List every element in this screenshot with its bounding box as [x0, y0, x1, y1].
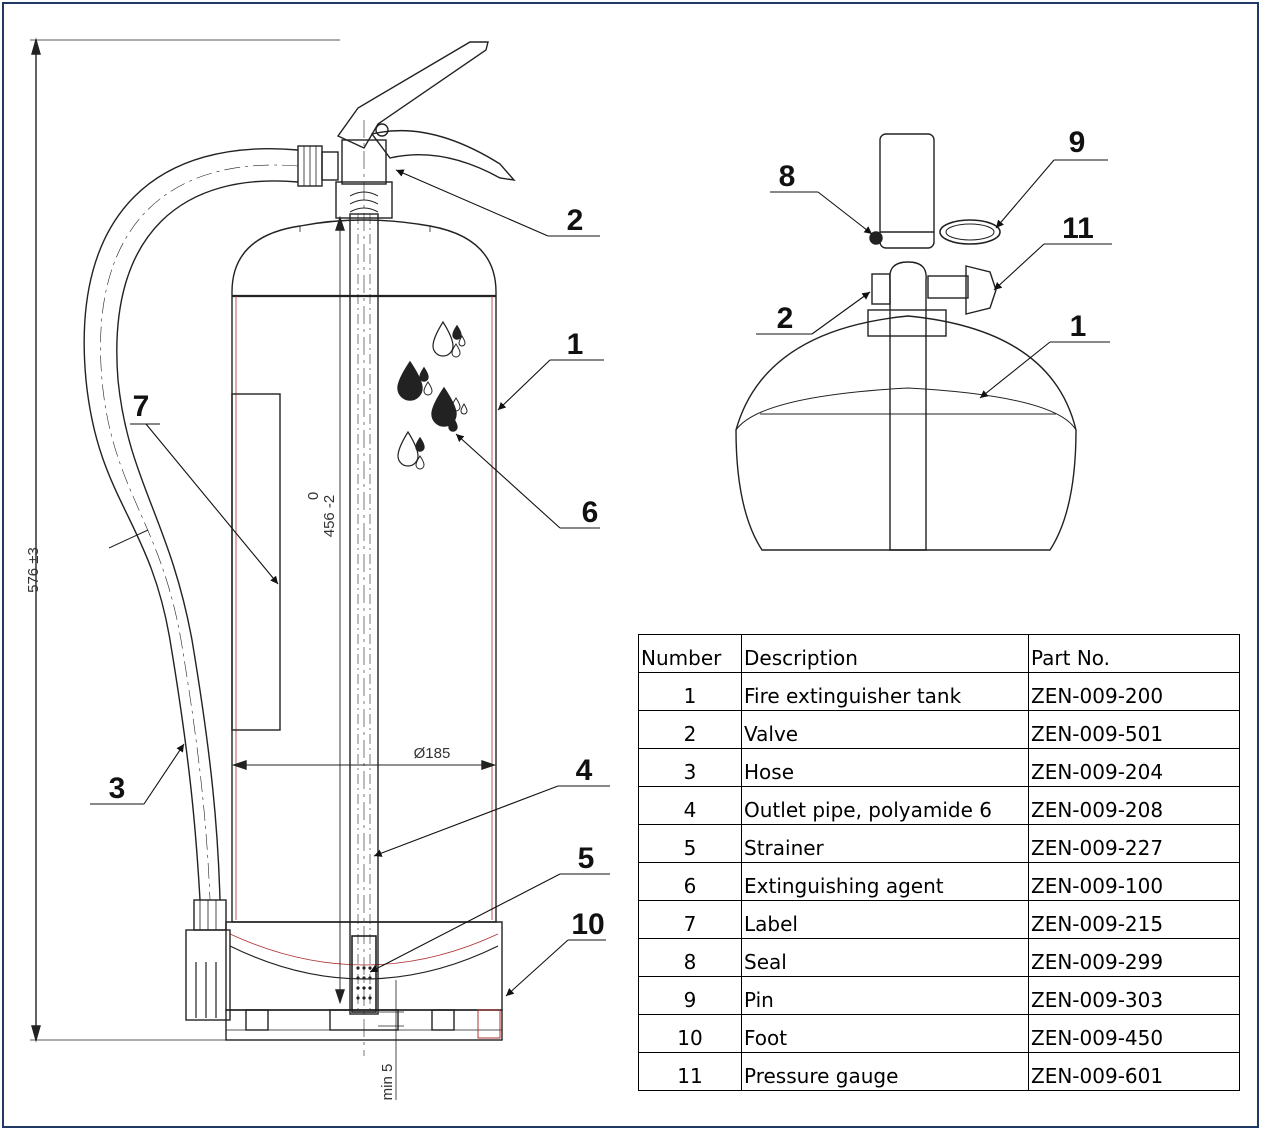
header-part-no: Part No. — [1028, 634, 1240, 673]
callout-2-side: 2 — [567, 204, 584, 237]
row-part-no: ZEN-009-100 — [1028, 862, 1240, 901]
callout-7-side: 7 — [133, 390, 150, 423]
parts-table: Number Description Part No. 1 Fire extin… — [638, 634, 1240, 1091]
callout-4-side: 4 — [576, 754, 593, 787]
table-row: 8 Seal ZEN-009-299 — [638, 938, 1240, 977]
row-number: 10 — [638, 1014, 742, 1053]
side-view — [30, 37, 610, 1100]
hose — [83, 148, 299, 901]
row-description: Pin — [741, 976, 1029, 1015]
valve-lever-top — [336, 41, 489, 149]
top-view-valve — [879, 133, 935, 249]
callout-11-top: 11 — [1062, 212, 1094, 245]
table-row: 1 Fire extinguisher tank ZEN-009-200 — [638, 672, 1240, 711]
callout-1-side: 1 — [567, 328, 584, 361]
row-part-no: ZEN-009-208 — [1028, 786, 1240, 825]
pipe-length-top-dimension: 0 — [305, 492, 322, 500]
callout-5-side: 5 — [578, 842, 595, 875]
tank-body — [231, 219, 497, 923]
overall-height-dimension: 576 ±3 — [25, 547, 42, 593]
callout-8-top: 8 — [779, 160, 796, 193]
table-header-row: Number Description Part No. — [638, 634, 1240, 673]
callout-6-side: 6 — [582, 496, 599, 529]
row-number: 11 — [638, 1052, 742, 1091]
table-row: 7 Label ZEN-009-215 — [638, 900, 1240, 939]
row-number: 5 — [638, 824, 742, 863]
row-description: Outlet pipe, polyamide 6 — [741, 786, 1029, 825]
table-row: 5 Strainer ZEN-009-227 — [638, 824, 1240, 863]
top-view — [735, 133, 1112, 551]
table-row: 10 Foot ZEN-009-450 — [638, 1014, 1240, 1053]
callout-10-side: 10 — [571, 908, 604, 941]
diameter-dimension: Ø185 — [414, 745, 451, 762]
valve-lever-bottom — [370, 129, 516, 181]
row-description: Hose — [741, 748, 1029, 787]
pipe-length-dimension: 456 -2 — [321, 495, 338, 538]
min-clearance-dimension: min 5 — [379, 1064, 396, 1101]
row-description: Seal — [741, 938, 1029, 977]
table-row: 11 Pressure gauge ZEN-009-601 — [638, 1052, 1240, 1091]
callout-1-top: 1 — [1070, 310, 1087, 343]
row-number: 2 — [638, 710, 742, 749]
valve-body — [335, 181, 393, 219]
hose-nozzle — [193, 899, 227, 931]
row-number: 7 — [638, 900, 742, 939]
row-part-no: ZEN-009-215 — [1028, 900, 1240, 939]
table-row: 4 Outlet pipe, polyamide 6 ZEN-009-208 — [638, 786, 1240, 825]
row-number: 3 — [638, 748, 742, 787]
table-row: 2 Valve ZEN-009-501 — [638, 710, 1240, 749]
row-part-no: ZEN-009-303 — [1028, 976, 1240, 1015]
strainer — [351, 935, 377, 1013]
callout-3-side: 3 — [109, 772, 126, 805]
table-row: 9 Pin ZEN-009-303 — [638, 976, 1240, 1015]
header-description: Description — [741, 634, 1029, 673]
row-description: Extinguishing agent — [741, 862, 1029, 901]
top-view-tank — [735, 315, 1077, 551]
header-number: Number — [638, 634, 742, 673]
agent-drop-icons — [397, 320, 468, 470]
top-view-pipe — [889, 261, 927, 551]
row-description: Pressure gauge — [741, 1052, 1029, 1091]
callout-2-top: 2 — [777, 302, 794, 335]
label-area — [231, 393, 281, 731]
callout-9-top: 9 — [1069, 126, 1086, 159]
row-part-no: ZEN-009-200 — [1028, 672, 1240, 711]
row-part-no: ZEN-009-450 — [1028, 1014, 1240, 1053]
table-row: 6 Extinguishing agent ZEN-009-100 — [638, 862, 1240, 901]
row-part-no: ZEN-009-227 — [1028, 824, 1240, 863]
row-number: 4 — [638, 786, 742, 825]
row-description: Label — [741, 900, 1029, 939]
row-part-no: ZEN-009-501 — [1028, 710, 1240, 749]
row-description: Foot — [741, 1014, 1029, 1053]
outlet-pipe — [349, 213, 379, 1015]
row-part-no: ZEN-009-299 — [1028, 938, 1240, 977]
row-part-no: ZEN-009-601 — [1028, 1052, 1240, 1091]
row-number: 9 — [638, 976, 742, 1015]
row-description: Fire extinguisher tank — [741, 672, 1029, 711]
table-row: 3 Hose ZEN-009-204 — [638, 748, 1240, 787]
row-description: Strainer — [741, 824, 1029, 863]
row-number: 6 — [638, 862, 742, 901]
row-description: Valve — [741, 710, 1029, 749]
row-number: 1 — [638, 672, 742, 711]
row-part-no: ZEN-009-204 — [1028, 748, 1240, 787]
row-number: 8 — [638, 938, 742, 977]
